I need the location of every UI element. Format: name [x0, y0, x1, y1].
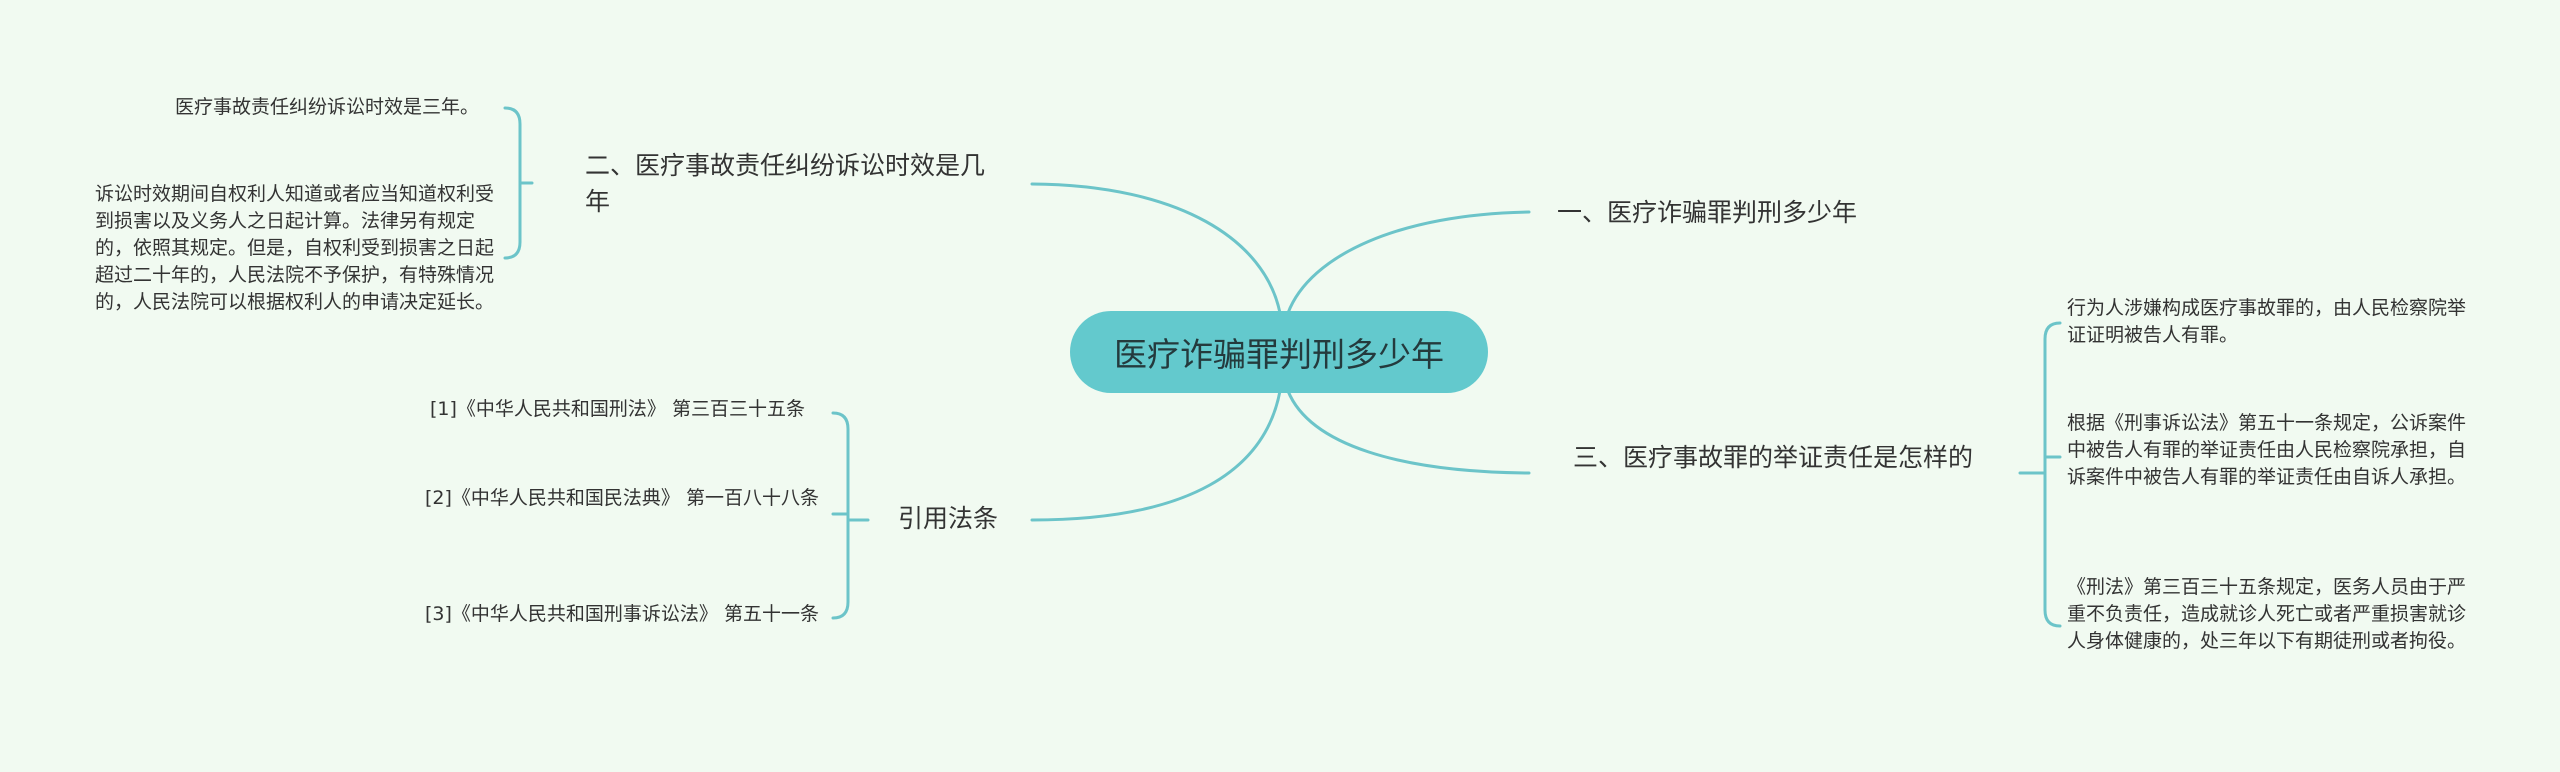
leaf-law-2: [2]《中华人民共和国民法典》 第一百八十八条	[425, 487, 819, 509]
link-root-statute	[1030, 182, 1282, 315]
leaf-burden-1: 行为人涉嫌构成医疗事故罪的，由人民检察院举证证明被告人有罪。	[2067, 297, 2467, 346]
leaf-burden-3: 《刑法》第三百三十五条规定，医务人员由于严重不负责任，造成就诊人死亡或者严重损害…	[2067, 576, 2467, 652]
branch-cited-laws[interactable]: 引用法条	[898, 501, 1098, 537]
link-root-burden	[1286, 389, 1531, 475]
branch-fraud-sentence[interactable]: 一、医疗诈骗罪判刑多少年	[1557, 195, 1977, 231]
bracket-burden	[2043, 321, 2062, 628]
bracket-statute	[503, 106, 522, 260]
leaf-burden-2: 根据《刑事诉讼法》第五十一条规定，公诉案件中被告人有罪的举证责任由人民检察院承担…	[2067, 412, 2467, 488]
root-label: 医疗诈骗罪判刑多少年	[1114, 335, 1444, 374]
branch-statute-limitation[interactable]: 二、医疗事故责任纠纷诉讼时效是几年	[585, 148, 985, 220]
branch-burden-label: 三、医疗事故罪的举证责任是怎样的	[1573, 443, 1974, 472]
branch-burden-of-proof[interactable]: 三、医疗事故罪的举证责任是怎样的	[1573, 440, 1973, 476]
leaf-law-3: [3]《中华人民共和国刑事诉讼法》 第五十一条	[425, 603, 819, 625]
leaf-law-1: [1]《中华人民共和国刑法》 第三百三十五条	[430, 398, 805, 420]
leaf-statute-2: 诉讼时效期间自权利人知道或者应当知道权利受到损害以及义务人之日起计算。法律另有规…	[95, 183, 495, 313]
branch-fraud-label: 一、医疗诈骗罪判刑多少年	[1557, 198, 1858, 227]
link-root-fraud	[1286, 210, 1531, 315]
leaf-statute-1: 医疗事故责任纠纷诉讼时效是三年。	[175, 96, 480, 118]
branch-statute-label: 二、医疗事故责任纠纷诉讼时效是几年	[585, 151, 986, 216]
branch-law-label: 引用法条	[898, 504, 999, 533]
root-node[interactable]: 医疗诈骗罪判刑多少年	[1070, 311, 1488, 393]
link-root-law	[1030, 389, 1282, 522]
